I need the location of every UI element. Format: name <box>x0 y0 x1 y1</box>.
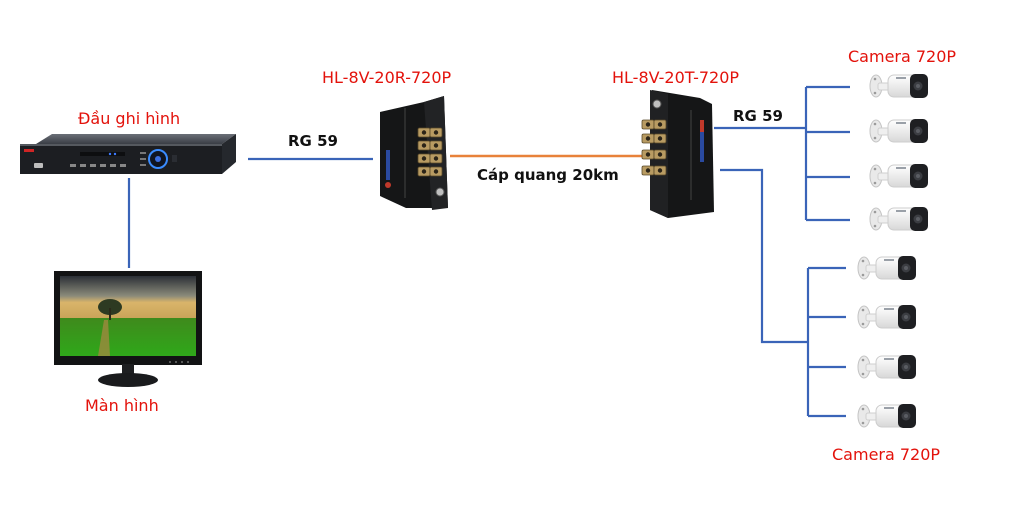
dvr-recorder-icon <box>20 134 236 174</box>
bullet-camera-icon <box>869 163 929 189</box>
monitor-label: Màn hình <box>85 396 159 415</box>
wires <box>127 85 850 418</box>
receiver-label: HL-8V-20R-720P <box>322 68 452 87</box>
dvr-label: Đầu ghi hình <box>78 109 181 128</box>
monitor-icon <box>54 271 202 387</box>
camera-group-top <box>869 73 929 232</box>
bullet-camera-icon <box>857 255 917 281</box>
link-label-fiber: Cáp quang 20km <box>477 166 619 184</box>
coax-line-bottom-group <box>720 168 808 344</box>
fiber-transmitter-icon <box>641 90 714 218</box>
camera-group-top-label: Camera 720P <box>848 47 957 66</box>
fiber-receiver-icon <box>380 96 448 210</box>
bullet-camera-icon <box>857 354 917 380</box>
transmitter-label: HL-8V-20T-720P <box>612 68 740 87</box>
camera-group-bottom-label: Camera 720P <box>832 445 941 464</box>
bullet-camera-icon <box>869 118 929 144</box>
link-label-transmitter-cameras: RG 59 <box>733 107 783 125</box>
bullet-camera-icon <box>869 73 929 99</box>
bullet-camera-icon <box>857 304 917 330</box>
link-label-dvr-receiver: RG 59 <box>288 132 338 150</box>
camera-group-bottom <box>857 255 917 429</box>
bullet-camera-icon <box>869 206 929 232</box>
bullet-camera-icon <box>857 403 917 429</box>
